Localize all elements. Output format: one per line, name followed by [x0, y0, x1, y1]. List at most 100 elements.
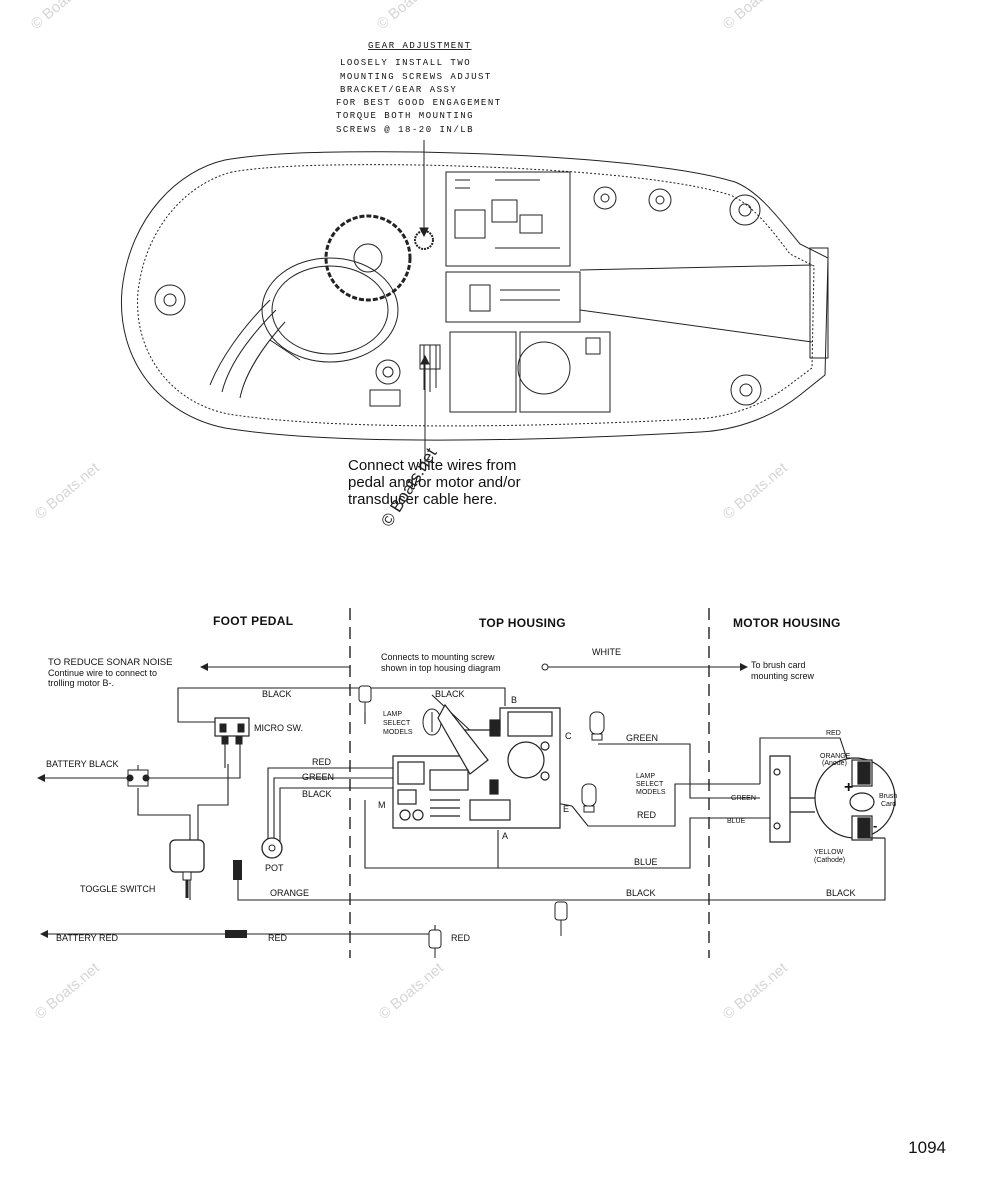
micro-switch	[214, 717, 250, 745]
shaft-line	[579, 264, 813, 271]
watermark-8: © Boats.net	[720, 959, 792, 1023]
top-housing-drawing: GEAR ADJUSTMENT LOOSELY INSTALL TWO MOUN…	[120, 41, 829, 462]
circuit-board-chip-2	[491, 199, 518, 223]
watermark-5: © Boats.net	[720, 459, 792, 523]
lamp-indicator-1	[422, 708, 442, 736]
mounting-boss-right-bottom	[730, 374, 762, 406]
label-minus: -	[873, 818, 877, 833]
mounting-boss-right-top	[729, 194, 761, 226]
watermark-1: © Boats.net	[28, 0, 100, 33]
circuit-board-top	[445, 171, 571, 267]
section-top-housing: TOP HOUSING	[479, 616, 566, 630]
housing-outline	[120, 151, 829, 441]
wire-label-red-bottom: RED	[268, 933, 288, 943]
bullet-connector-black-bottom	[554, 901, 568, 936]
watermarks: © Boats.net © Boats.net © Boats.net © Bo…	[28, 0, 792, 1023]
wire-label-red-left: RED	[312, 757, 332, 767]
wire-label-green-motor: GREEN	[731, 795, 756, 802]
terminal-e: E	[563, 804, 569, 814]
control-board	[392, 703, 561, 829]
wire-label-red-right: RED	[637, 810, 657, 820]
page-number: 1094	[908, 1138, 946, 1157]
label-plus: +	[844, 779, 853, 796]
label-lamp-1a: LAMP	[383, 711, 402, 718]
battery-black-connector	[126, 765, 150, 787]
label-lamp-1b: SELECT	[383, 720, 411, 727]
callout-text: Connect white wires from pedal and/or mo…	[348, 444, 521, 530]
watermark-6: © Boats.net	[32, 959, 104, 1023]
arrow-battery-black	[37, 774, 45, 782]
label-orange-anode-2: (Anode)	[822, 760, 847, 767]
callout-line-1: Connect white wires from	[348, 457, 516, 474]
wire-label-green-left: GREEN	[302, 772, 334, 782]
watermark-4: © Boats.net	[32, 459, 104, 523]
callout-line-2: pedal and/or motor and/or	[348, 474, 521, 491]
section-motor-housing: MOTOR HOUSING	[733, 616, 841, 630]
bullet-connector-black-top	[358, 685, 372, 712]
drive-gear	[324, 214, 412, 302]
circuit-board-bottom-left	[449, 331, 517, 413]
mounting-boss-top-2	[648, 188, 672, 212]
note-brush-1: To brush card	[751, 660, 806, 670]
label-lamp-2c: MODELS	[636, 789, 666, 796]
potentiometer	[261, 837, 283, 859]
wire-harness	[209, 257, 399, 399]
gear-adjustment-note: GEAR ADJUSTMENT LOOSELY INSTALL TWO MOUN…	[336, 41, 502, 135]
terminal-a: A	[502, 831, 508, 841]
label-lamp-1c: MODELS	[383, 729, 413, 736]
label-brush-card-2: Card	[881, 801, 896, 808]
label-micro-switch: MICRO SW.	[254, 723, 303, 733]
gear-note-line-6: SCREWS @ 18-20 IN/LB	[336, 125, 474, 135]
board-capacitor	[517, 341, 571, 395]
label-pot: POT	[265, 863, 284, 873]
wire-label-orange-bottom: ORANGE	[270, 888, 309, 898]
terminal-b: B	[511, 695, 517, 705]
shaft-line-2	[579, 309, 813, 343]
mounting-screw-terminal	[541, 663, 549, 671]
gear-note-line-2: MOUNTING SCREWS ADJUST	[340, 72, 492, 82]
watermark-2: © Boats.net	[374, 0, 446, 33]
bullet-connector-red-bottom	[428, 929, 442, 958]
circuit-board-bottom-right	[519, 331, 611, 413]
note-mount-2: shown in top housing diagram	[381, 663, 501, 673]
wire-label-black-bottom: BLACK	[626, 888, 656, 898]
label-lamp-2b: SELECT	[636, 781, 664, 788]
arrow-white-right	[740, 663, 748, 671]
toggle-switch	[169, 839, 205, 898]
note-mount-1: Connects to mounting screw	[381, 652, 495, 662]
label-yellow-cathode-2: (Cathode)	[814, 857, 845, 864]
terminal-m: M	[378, 800, 386, 810]
wire-connector-cluster	[419, 344, 441, 392]
note-brush-2: mounting screw	[751, 671, 815, 681]
shaft-collar	[809, 247, 829, 359]
circuit-board-middle	[445, 271, 581, 323]
gear-note-line-3: BRACKET/GEAR ASSY	[340, 85, 457, 95]
gear-note-title: GEAR ADJUSTMENT	[368, 41, 472, 51]
drive-gear-hub	[353, 243, 383, 273]
wire-label-blue-bottom: BLUE	[634, 857, 658, 867]
label-battery-red: BATTERY RED	[56, 933, 119, 943]
note-sonar-3: trolling motor B-.	[48, 678, 114, 688]
section-foot-pedal: FOOT PEDAL	[213, 614, 293, 628]
arrow-sonar	[200, 663, 208, 671]
arrow-battery-red	[40, 930, 48, 938]
bullet-connector-green	[589, 711, 605, 741]
gear-note-line-4: FOR BEST GOOD ENGAGEMENT	[336, 98, 502, 108]
inline-fuse-orange	[233, 860, 242, 880]
wire-label-black-left: BLACK	[302, 789, 332, 799]
wire-label-black-right: BLACK	[826, 888, 856, 898]
wire-label-red-motor: RED	[826, 730, 841, 737]
mounting-boss-bottom	[375, 359, 401, 385]
terminal-c: C	[565, 731, 572, 741]
label-orange-anode-1: ORANGE	[820, 753, 851, 760]
wire-label-green-right: GREEN	[626, 733, 658, 743]
mounting-boss-left	[154, 284, 186, 316]
label-yellow-cathode-1: YELLOW	[814, 849, 844, 856]
motor-brush-plate	[769, 755, 896, 843]
wire-label-blue-motor: BLUE	[727, 818, 746, 825]
label-toggle-switch: TOGGLE SWITCH	[80, 884, 155, 894]
mounting-boss-top-1	[593, 186, 617, 210]
wire-label-red-bottom2: RED	[451, 933, 471, 943]
label-battery-black: BATTERY BLACK	[46, 759, 119, 769]
